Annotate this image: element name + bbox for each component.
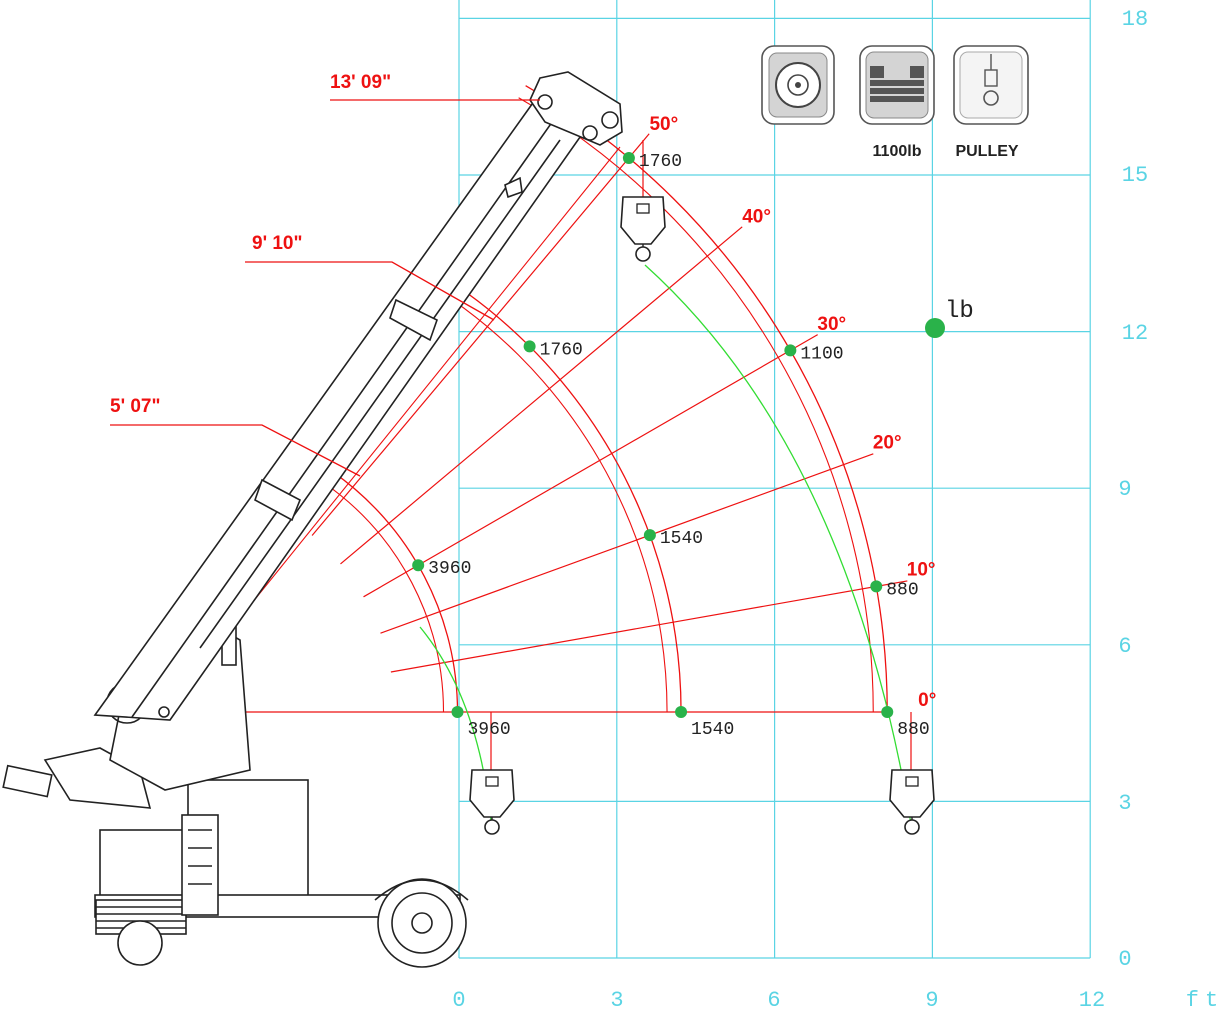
lb-legend: lb: [925, 298, 974, 338]
x-tick-label: 3: [610, 988, 623, 1013]
capacity-label: 1540: [691, 720, 734, 740]
capacity-point: [523, 340, 536, 353]
hook-paths: [419, 140, 935, 835]
x-tick-label: 6: [767, 988, 780, 1013]
angle-label: 40°: [742, 207, 771, 228]
capacity-point: [412, 559, 425, 572]
crane-wheel-rear: [117, 920, 163, 966]
y-tick-label: 18: [1122, 7, 1148, 32]
capacity-label: 3960: [468, 720, 511, 740]
pulley-icon: PULLEY: [953, 45, 1029, 160]
capacity-point: [675, 706, 688, 718]
angle-ray: [363, 334, 818, 598]
reach-label-5-07: 5' 07": [110, 396, 161, 417]
angle-ray: [380, 453, 874, 634]
y-tick-label: 12: [1122, 321, 1148, 346]
pulley-caption: PULLEY: [955, 143, 1018, 160]
hook-block: [469, 769, 515, 835]
x-tick-label: 12: [1079, 988, 1105, 1013]
capacity-label: 3960: [428, 559, 471, 579]
angle-label: 10°: [907, 559, 936, 580]
crane-body: [99, 829, 191, 901]
angle-label: 20°: [873, 433, 902, 454]
angle-labels: 0° 10° 20° 30° 40° 50°: [649, 114, 936, 711]
capacity-point: [643, 529, 656, 542]
radius-arc-inner: [324, 482, 445, 713]
capacity-labels: 3960 3960 1540 1540 1760 880 880 1100 1760: [428, 152, 929, 740]
capacity-label: 880: [886, 580, 918, 600]
capacity-point: [451, 706, 464, 718]
angle-label: 50°: [649, 114, 678, 135]
capacity-label: 1760: [540, 340, 583, 360]
y-tick-label: 15: [1122, 163, 1148, 188]
angle-label: 0°: [918, 690, 936, 711]
x-unit-label: ft: [1186, 988, 1224, 1013]
x-tick-label: 9: [925, 988, 938, 1013]
angle-ray: [390, 580, 908, 673]
reach-leader-line: [245, 261, 495, 321]
radius-arc: [331, 471, 459, 713]
y-tick-label: 0: [1118, 947, 1131, 972]
crane-boom-head: [529, 71, 623, 146]
reach-leaders: 13' 09" 9' 10" 5' 07": [110, 72, 540, 477]
y-tick-label: 6: [1118, 634, 1131, 659]
hook-block: [620, 196, 666, 262]
hook-path: [644, 264, 913, 831]
y-tick-label: 3: [1118, 791, 1131, 816]
lb-legend-dot: [925, 318, 945, 338]
wheel-icon: [761, 45, 835, 125]
x-tick-label: 0: [452, 988, 465, 1013]
axis-labels: 0 3 6 9 12 ft 0 3 6 9 12 15 18: [452, 7, 1224, 1013]
capacity-label: 880: [897, 720, 929, 740]
reach-leader-line: [110, 424, 361, 477]
capacity-point: [881, 706, 894, 718]
capacity-point: [784, 344, 797, 357]
angle-ray: [311, 133, 650, 536]
crane-machine: [2, 71, 623, 968]
y-tick-label: 9: [1118, 477, 1131, 502]
capacity-label: 1760: [639, 152, 682, 172]
grid: [458, 0, 1091, 959]
crane-wheel-front: [377, 878, 467, 968]
counterweight-caption: 1100lb: [873, 143, 922, 160]
lb-legend-label: lb: [945, 298, 974, 325]
angle-label: 30°: [817, 314, 846, 335]
capacity-label: 1100: [800, 344, 843, 364]
capacity-point: [870, 580, 883, 593]
accessory-icons: 1100lb PULLEY: [761, 45, 1029, 160]
counterweight-icon: 1100lb: [859, 45, 935, 160]
reach-label-9-10: 9' 10": [252, 233, 303, 254]
capacity-point: [622, 151, 635, 164]
capacity-points: [412, 151, 894, 718]
capacity-label: 1540: [660, 529, 703, 549]
crane-ladder: [181, 814, 219, 916]
reach-label-13-09: 13' 09": [330, 72, 391, 93]
hook-block: [889, 769, 935, 835]
angle-ray: [340, 226, 743, 565]
